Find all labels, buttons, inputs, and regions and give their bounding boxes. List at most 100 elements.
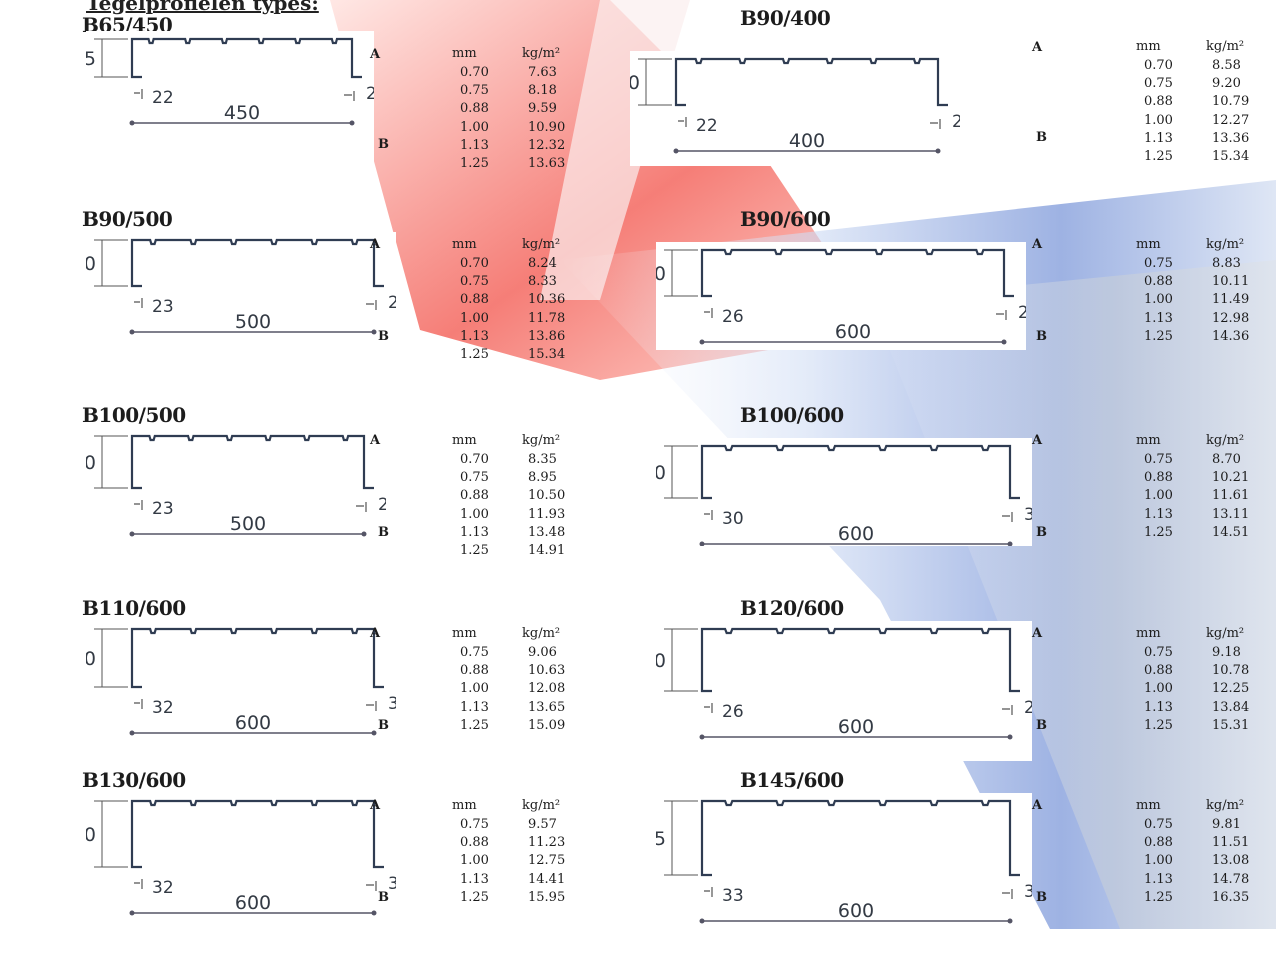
weight-value: 12.32 [528, 137, 566, 153]
width-end-left [129, 120, 135, 126]
weight-value: 13.86 [528, 328, 566, 344]
left-flange-arrow [134, 879, 143, 889]
thickness-value: 1.25 [1144, 148, 1173, 164]
marker-b: B [378, 525, 389, 540]
profile-b90-600: B90/600902629600ABmmkg/m²0.758.830.8810.… [656, 207, 1276, 387]
weight-value: 13.48 [528, 524, 566, 540]
profile-drawing: 1303235600 [86, 799, 396, 916]
height-value: 145 [656, 828, 666, 850]
width-value: 600 [838, 900, 874, 922]
profile-drawing: 902223400 [630, 57, 960, 154]
profile-outline [700, 799, 1020, 877]
marker-b: B [378, 137, 389, 152]
thickness-value: 1.13 [460, 328, 489, 344]
width-value: 600 [235, 712, 271, 734]
right-flange-value: 35 [388, 694, 396, 714]
thickness-value: 0.88 [1144, 274, 1173, 290]
left-flange-value: 32 [152, 698, 174, 718]
left-flange-arrow [678, 117, 687, 127]
right-flange-value: 35 [388, 874, 396, 894]
weight-value: 9.06 [528, 645, 557, 660]
marker-a: A [370, 798, 381, 813]
thickness-value: 0.70 [460, 452, 489, 467]
weight-value: 9.57 [528, 817, 557, 832]
thickness-value: 0.88 [460, 663, 489, 679]
table-row: 1.00 12.25 [1116, 681, 1276, 699]
width-value: 600 [838, 523, 874, 545]
profile-b130-600: B130/6001303235600ABmmkg/m²0.759.570.881… [82, 768, 682, 953]
left-flange-arrow [134, 89, 143, 99]
marker-a: A [370, 433, 381, 448]
thickness-value: 0.88 [460, 292, 489, 308]
weight-value: 13.84 [1212, 699, 1250, 715]
thickness-value: 1.13 [460, 524, 489, 540]
marker-a: A [1032, 626, 1043, 641]
profile-drawing: 1002326500 [86, 434, 386, 537]
thickness-value: 0.88 [460, 488, 489, 504]
thickness-value: 0.75 [1144, 817, 1173, 832]
profile-drawing-panel: 1002326500 [86, 428, 386, 568]
column-header-mm: mm [1136, 626, 1161, 641]
width-value: 400 [789, 130, 825, 152]
thickness-value: 1.25 [460, 889, 489, 905]
column-header-kg: kg/m² [522, 46, 561, 61]
weight-value: 10.63 [528, 663, 566, 679]
page-title: Tegelprofielen types: [86, 0, 319, 15]
width-end-right [371, 910, 377, 916]
weight-value: 8.58 [1212, 58, 1241, 73]
width-end-left [129, 910, 135, 916]
weight-value: 8.18 [528, 83, 557, 99]
thickness-value: 0.88 [1144, 663, 1173, 679]
profile-title: B90/600 [740, 207, 831, 231]
weight-value: 13.11 [1212, 506, 1250, 522]
thickness-value: 0.75 [460, 817, 489, 832]
height-value: 65 [86, 48, 96, 70]
column-header-mm: mm [452, 798, 477, 813]
weight-value: 10.11 [1212, 274, 1250, 290]
weight-value: 8.83 [1212, 256, 1241, 271]
column-header-kg: kg/m² [522, 237, 561, 252]
weight-value: 8.33 [528, 274, 557, 290]
weight-value: 12.25 [1212, 681, 1250, 697]
thickness-value: 1.25 [460, 346, 489, 362]
weight-value: 10.21 [1212, 470, 1250, 486]
height-value: 130 [86, 824, 96, 846]
width-value: 600 [835, 321, 871, 343]
column-header-mm: mm [1136, 798, 1161, 813]
weight-value: 11.93 [528, 506, 566, 522]
weight-value: 12.08 [528, 681, 566, 697]
marker-b: B [1036, 525, 1047, 540]
profile-drawing: 1453336600 [656, 799, 1032, 924]
thickness-value: 0.75 [460, 645, 489, 660]
weight-value: 11.51 [1212, 835, 1250, 851]
marker-a: A [370, 626, 381, 641]
width-end-left [129, 531, 135, 537]
thickness-value: 0.88 [1144, 470, 1173, 486]
profile-title: B130/600 [82, 768, 186, 792]
thickness-value: 1.00 [1144, 681, 1173, 697]
right-flange-arrow [356, 502, 367, 512]
right-flange-arrow [1002, 512, 1013, 522]
weight-value: 14.78 [1212, 871, 1250, 887]
